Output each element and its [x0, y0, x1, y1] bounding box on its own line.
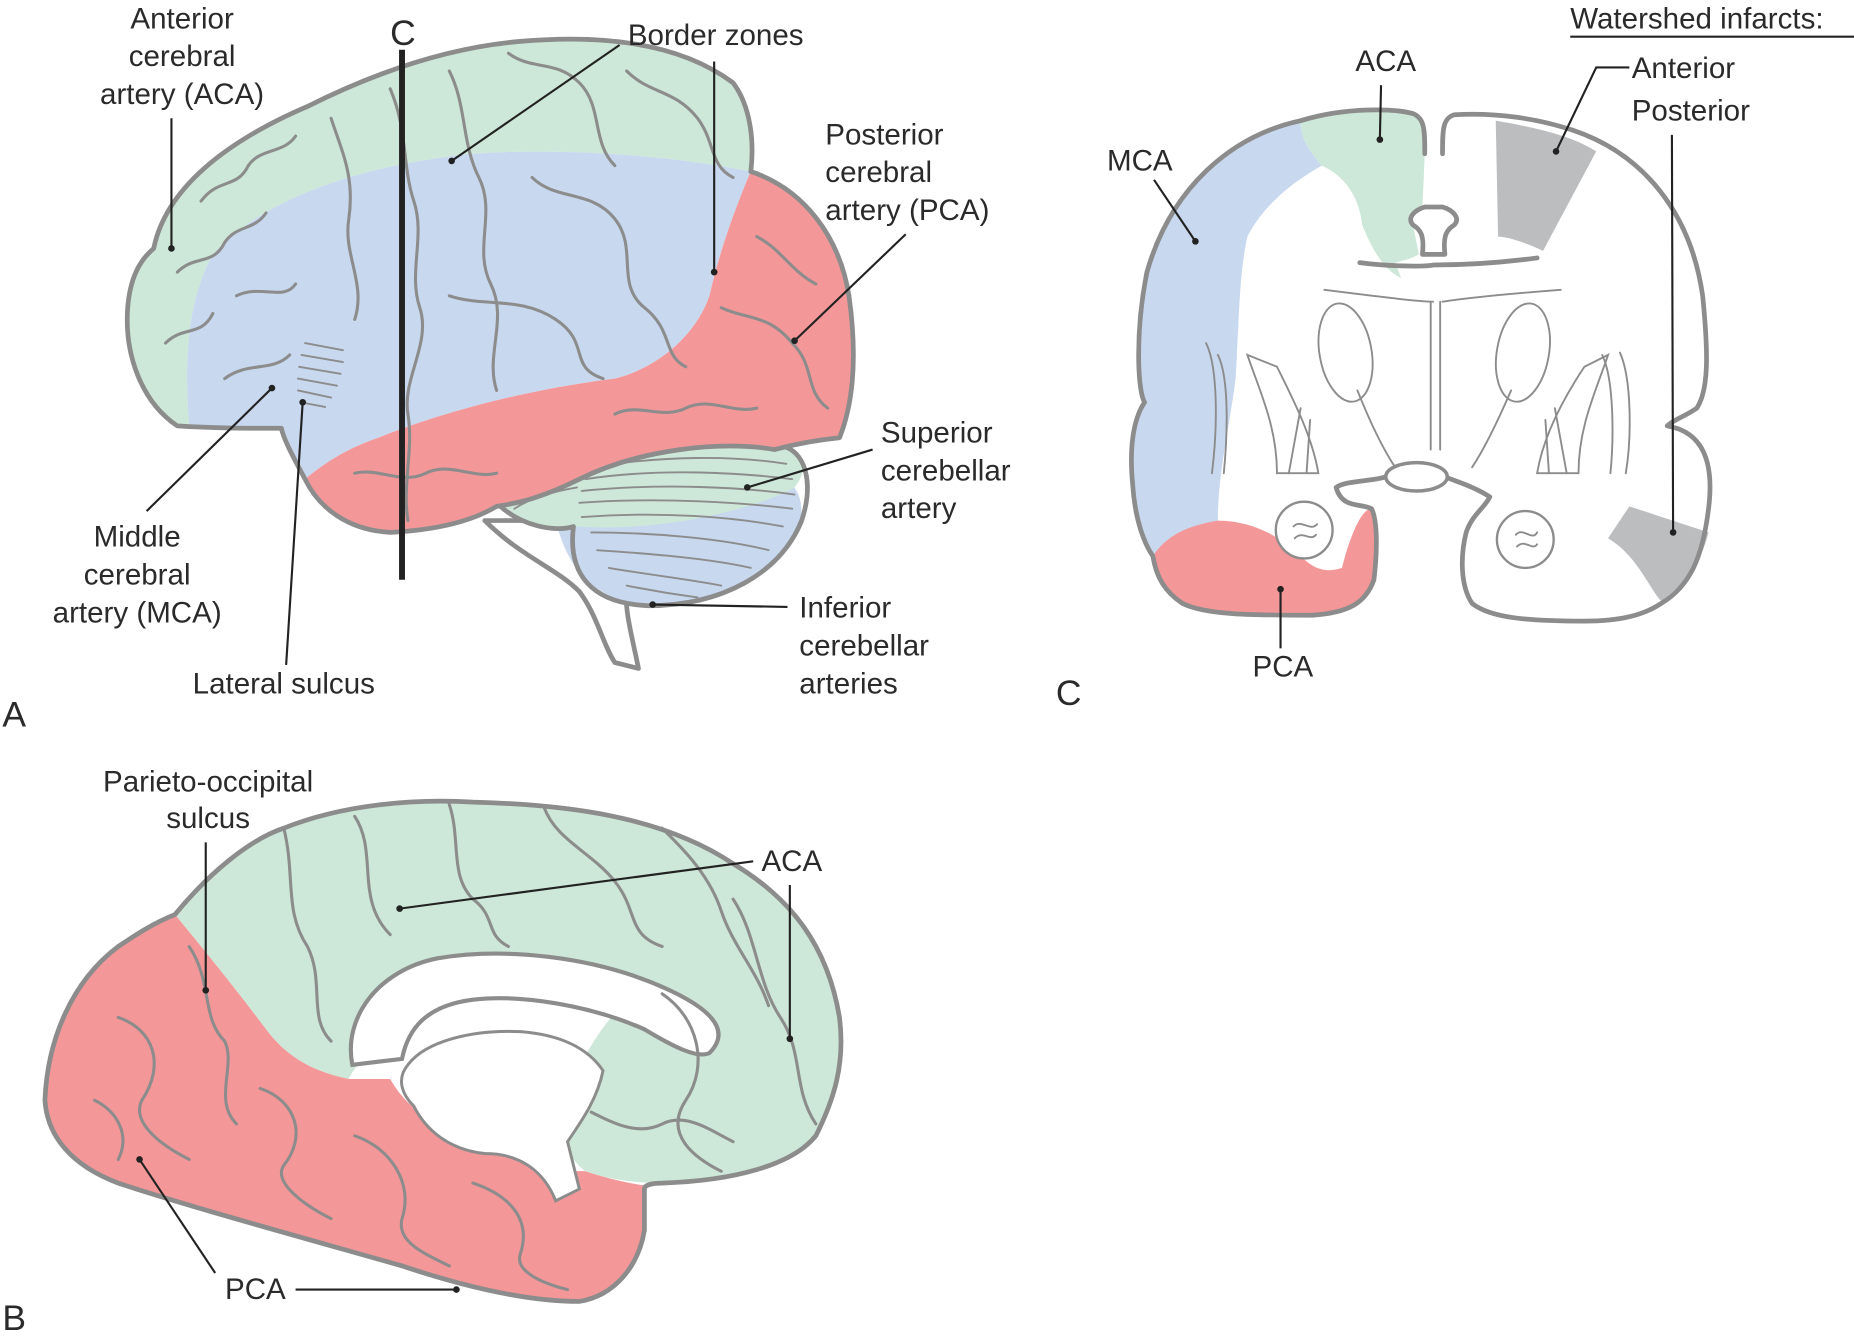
svg-text:Lateral sulcus: Lateral sulcus [193, 667, 375, 700]
svg-text:Anterior: Anterior [130, 2, 234, 35]
diencephalon [400, 1029, 605, 1203]
svg-text:cerebellar: cerebellar [799, 629, 929, 662]
panel-c-coronal: ACA MCA PCA Watershed infarcts: Anterior… [1056, 2, 1854, 713]
panel-letter-b: B [2, 1298, 26, 1338]
watershed-posterior-patch [1608, 506, 1709, 602]
cerebrum-outline-medial [42, 798, 844, 1304]
svg-text:Superior: Superior [881, 416, 993, 449]
svg-text:artery (ACA): artery (ACA) [100, 78, 264, 111]
coronal-outline-left [1129, 107, 1428, 618]
watershed-legend: Watershed infarcts: Anterior Posterior [1552, 2, 1854, 536]
svg-text:PCA: PCA [225, 1273, 286, 1306]
svg-text:cerebral: cerebral [84, 558, 191, 591]
svg-text:MCA: MCA [1107, 144, 1173, 177]
cut-plane-label: C [390, 13, 416, 53]
svg-text:ACA: ACA [761, 845, 822, 878]
aca-territory-coronal [1300, 109, 1425, 279]
label-aca-coronal: ACA [1355, 45, 1416, 143]
gyri-medial [93, 802, 818, 1292]
svg-text:arteries: arteries [799, 667, 898, 700]
label-pca-medial: PCA [136, 1156, 460, 1306]
third-ventricle-body [1383, 460, 1450, 493]
svg-text:Border zones: Border zones [628, 19, 804, 52]
label-lateral-sulcus: Lateral sulcus [193, 398, 375, 700]
label-aca-medial: ACA [396, 845, 822, 1043]
label-aca-lateral: Anterior cerebral artery (ACA) [100, 2, 264, 252]
svg-text:ACA: ACA [1355, 45, 1416, 78]
svg-text:Middle: Middle [94, 521, 181, 554]
svg-text:Parieto-occipital: Parieto-occipital [103, 765, 313, 798]
panel-a-lateral-brain: C Anterior cerebral artery (ACA) Border … [2, 2, 1010, 734]
aca-territory-lateral [127, 39, 753, 426]
hippocampus-left [1274, 500, 1334, 560]
svg-text:artery (PCA): artery (PCA) [825, 194, 989, 227]
svg-text:sulcus: sulcus [166, 802, 250, 835]
watershed-anterior-patch [1495, 120, 1597, 251]
label-superior-cerebellar: Superior cerebellar artery [743, 416, 1011, 525]
label-inferior-cerebellar: Inferior cerebellar arteries [649, 592, 929, 700]
svg-text:Posterior: Posterior [825, 118, 943, 151]
svg-text:artery: artery [881, 492, 957, 525]
svg-text:PCA: PCA [1253, 651, 1314, 684]
watershed-legend-title: Watershed infarcts: [1570, 2, 1823, 35]
aca-territory-medial [174, 801, 842, 1184]
gyri-lateral [163, 51, 830, 523]
panel-b-medial-brain: Parieto-occipital sulcus ACA PCA B [2, 765, 844, 1338]
legend-item-anterior: Anterior [1632, 52, 1736, 85]
label-border-zones: Border zones [448, 19, 804, 276]
label-mca-lateral: Middle cerebral artery (MCA) [53, 384, 276, 629]
label-pca-lateral: Posterior cerebral artery (PCA) [791, 118, 989, 345]
svg-text:cerebral: cerebral [129, 40, 236, 73]
coronal-outline-right [1434, 111, 1713, 624]
hippocampus-right [1495, 509, 1555, 570]
svg-text:cerebral: cerebral [825, 156, 932, 189]
mca-territory-coronal [1131, 120, 1322, 557]
panel-letter-a: A [2, 694, 26, 734]
svg-text:artery (MCA): artery (MCA) [53, 596, 222, 629]
svg-text:cerebellar: cerebellar [881, 454, 1011, 487]
svg-text:Inferior: Inferior [799, 592, 891, 625]
label-parieto-occipital-sulcus: Parieto-occipital sulcus [103, 765, 313, 994]
pca-territory-lateral [305, 171, 854, 533]
label-pca-coronal: PCA [1253, 585, 1314, 684]
corpus-callosum [348, 951, 721, 1068]
legend-item-posterior: Posterior [1632, 95, 1750, 128]
panel-letter-c: C [1056, 673, 1082, 713]
pca-territory-coronal [1152, 508, 1377, 616]
coronal-internal-structures [1205, 288, 1631, 475]
label-mca-coronal: MCA [1107, 144, 1199, 245]
